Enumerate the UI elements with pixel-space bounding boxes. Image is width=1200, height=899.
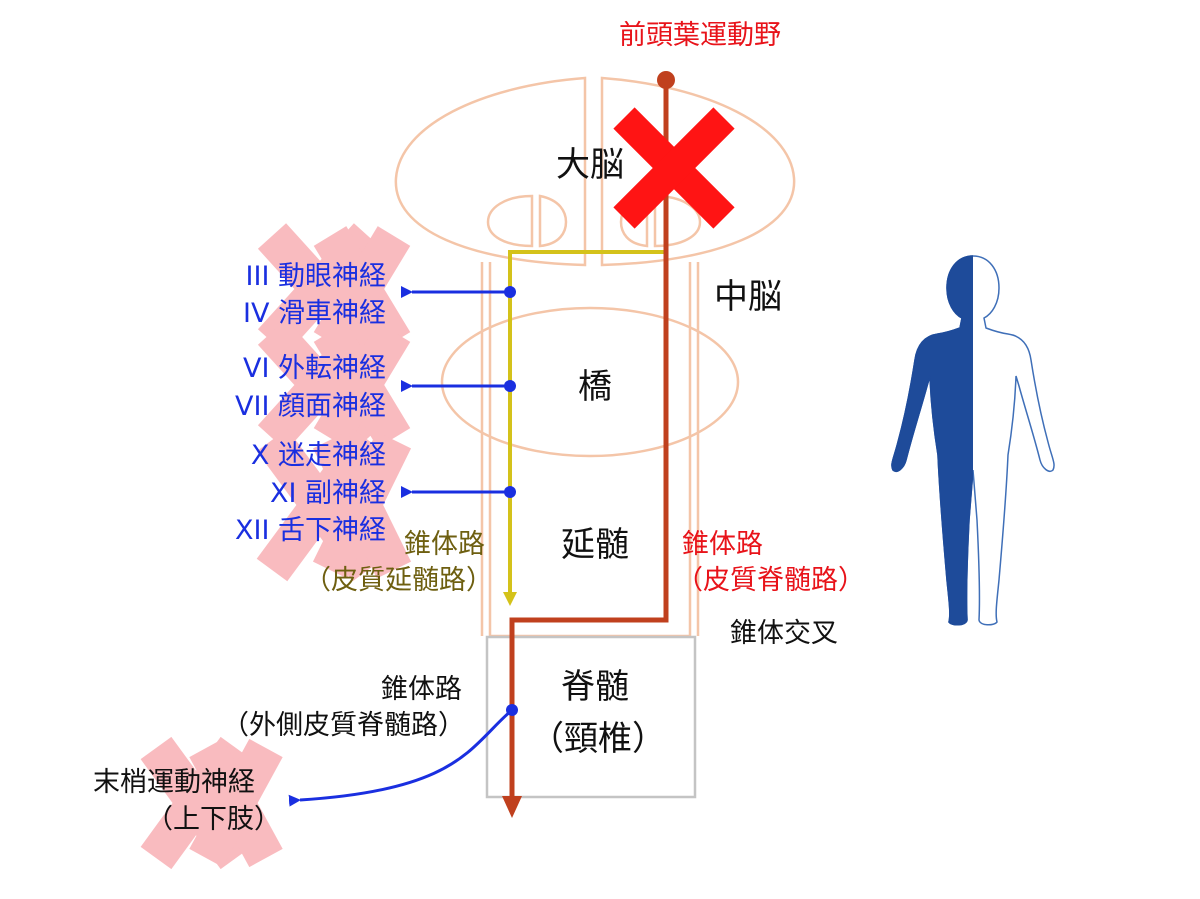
corticospinal-label: 錐体路 — [682, 529, 763, 560]
corticobulbar-sublabel: （皮質延髄路） — [304, 565, 493, 596]
cranial-nerve-item: IV 滑車神経 — [242, 298, 386, 329]
peripheral-nerve-curve — [288, 708, 513, 807]
corticospinal-sublabel: （皮質脊髄路） — [676, 565, 865, 596]
motor-cortex-label: 前頭葉運動野 — [619, 20, 781, 51]
pons-label: 橋 — [578, 367, 612, 407]
corticospinal-arrowhead — [502, 796, 522, 818]
peripheral-nerve-label: 末梢運動神経 — [93, 767, 255, 798]
spinal-cord-sublabel: （頸椎） — [530, 719, 666, 759]
corticobulbar-tract-line — [508, 250, 665, 596]
cranial-nerve-item: III 動眼神経 — [245, 261, 386, 292]
peripheral-nerve-sublabel: （上下肢） — [146, 804, 281, 835]
decussation-label: 錐体交叉 — [730, 618, 838, 649]
peripheral-nerve-cross-marks — [140, 736, 283, 870]
cranial-nerve-arrows — [401, 286, 510, 498]
corticobulbar-label: 錐体路 — [404, 529, 485, 560]
corticobulbar-arrowhead — [503, 592, 517, 606]
lateral-corticospinal-label: 錐体路 — [381, 674, 462, 705]
cerebrum-label: 大脳 — [556, 145, 624, 185]
cranial-nerve-item: XI 副神経 — [269, 478, 386, 509]
medulla-label: 延髄 — [561, 525, 629, 565]
motor-cortex-origin-dot — [657, 71, 675, 89]
spinal-cord-outline — [485, 635, 697, 799]
pons-outline — [440, 306, 740, 458]
cranial-nerve-item: X 迷走神経 — [250, 440, 386, 471]
midbrain-label: 中脳 — [714, 277, 782, 317]
lesion-x-mark — [613, 107, 735, 229]
lateral-corticospinal-sublabel: （外側皮質脊髄路） — [222, 710, 465, 741]
cranial-nerve-item: VI 外転神経 — [242, 353, 386, 384]
cranial-nerve-cross-marks — [256, 223, 412, 582]
human-body-figure — [891, 255, 1055, 626]
spinal-cord-label: 脊髄 — [561, 667, 629, 707]
cranial-nerve-item: XII 舌下神経 — [234, 515, 386, 546]
cranial-nerve-item: VII 顔面神経 — [235, 391, 386, 422]
